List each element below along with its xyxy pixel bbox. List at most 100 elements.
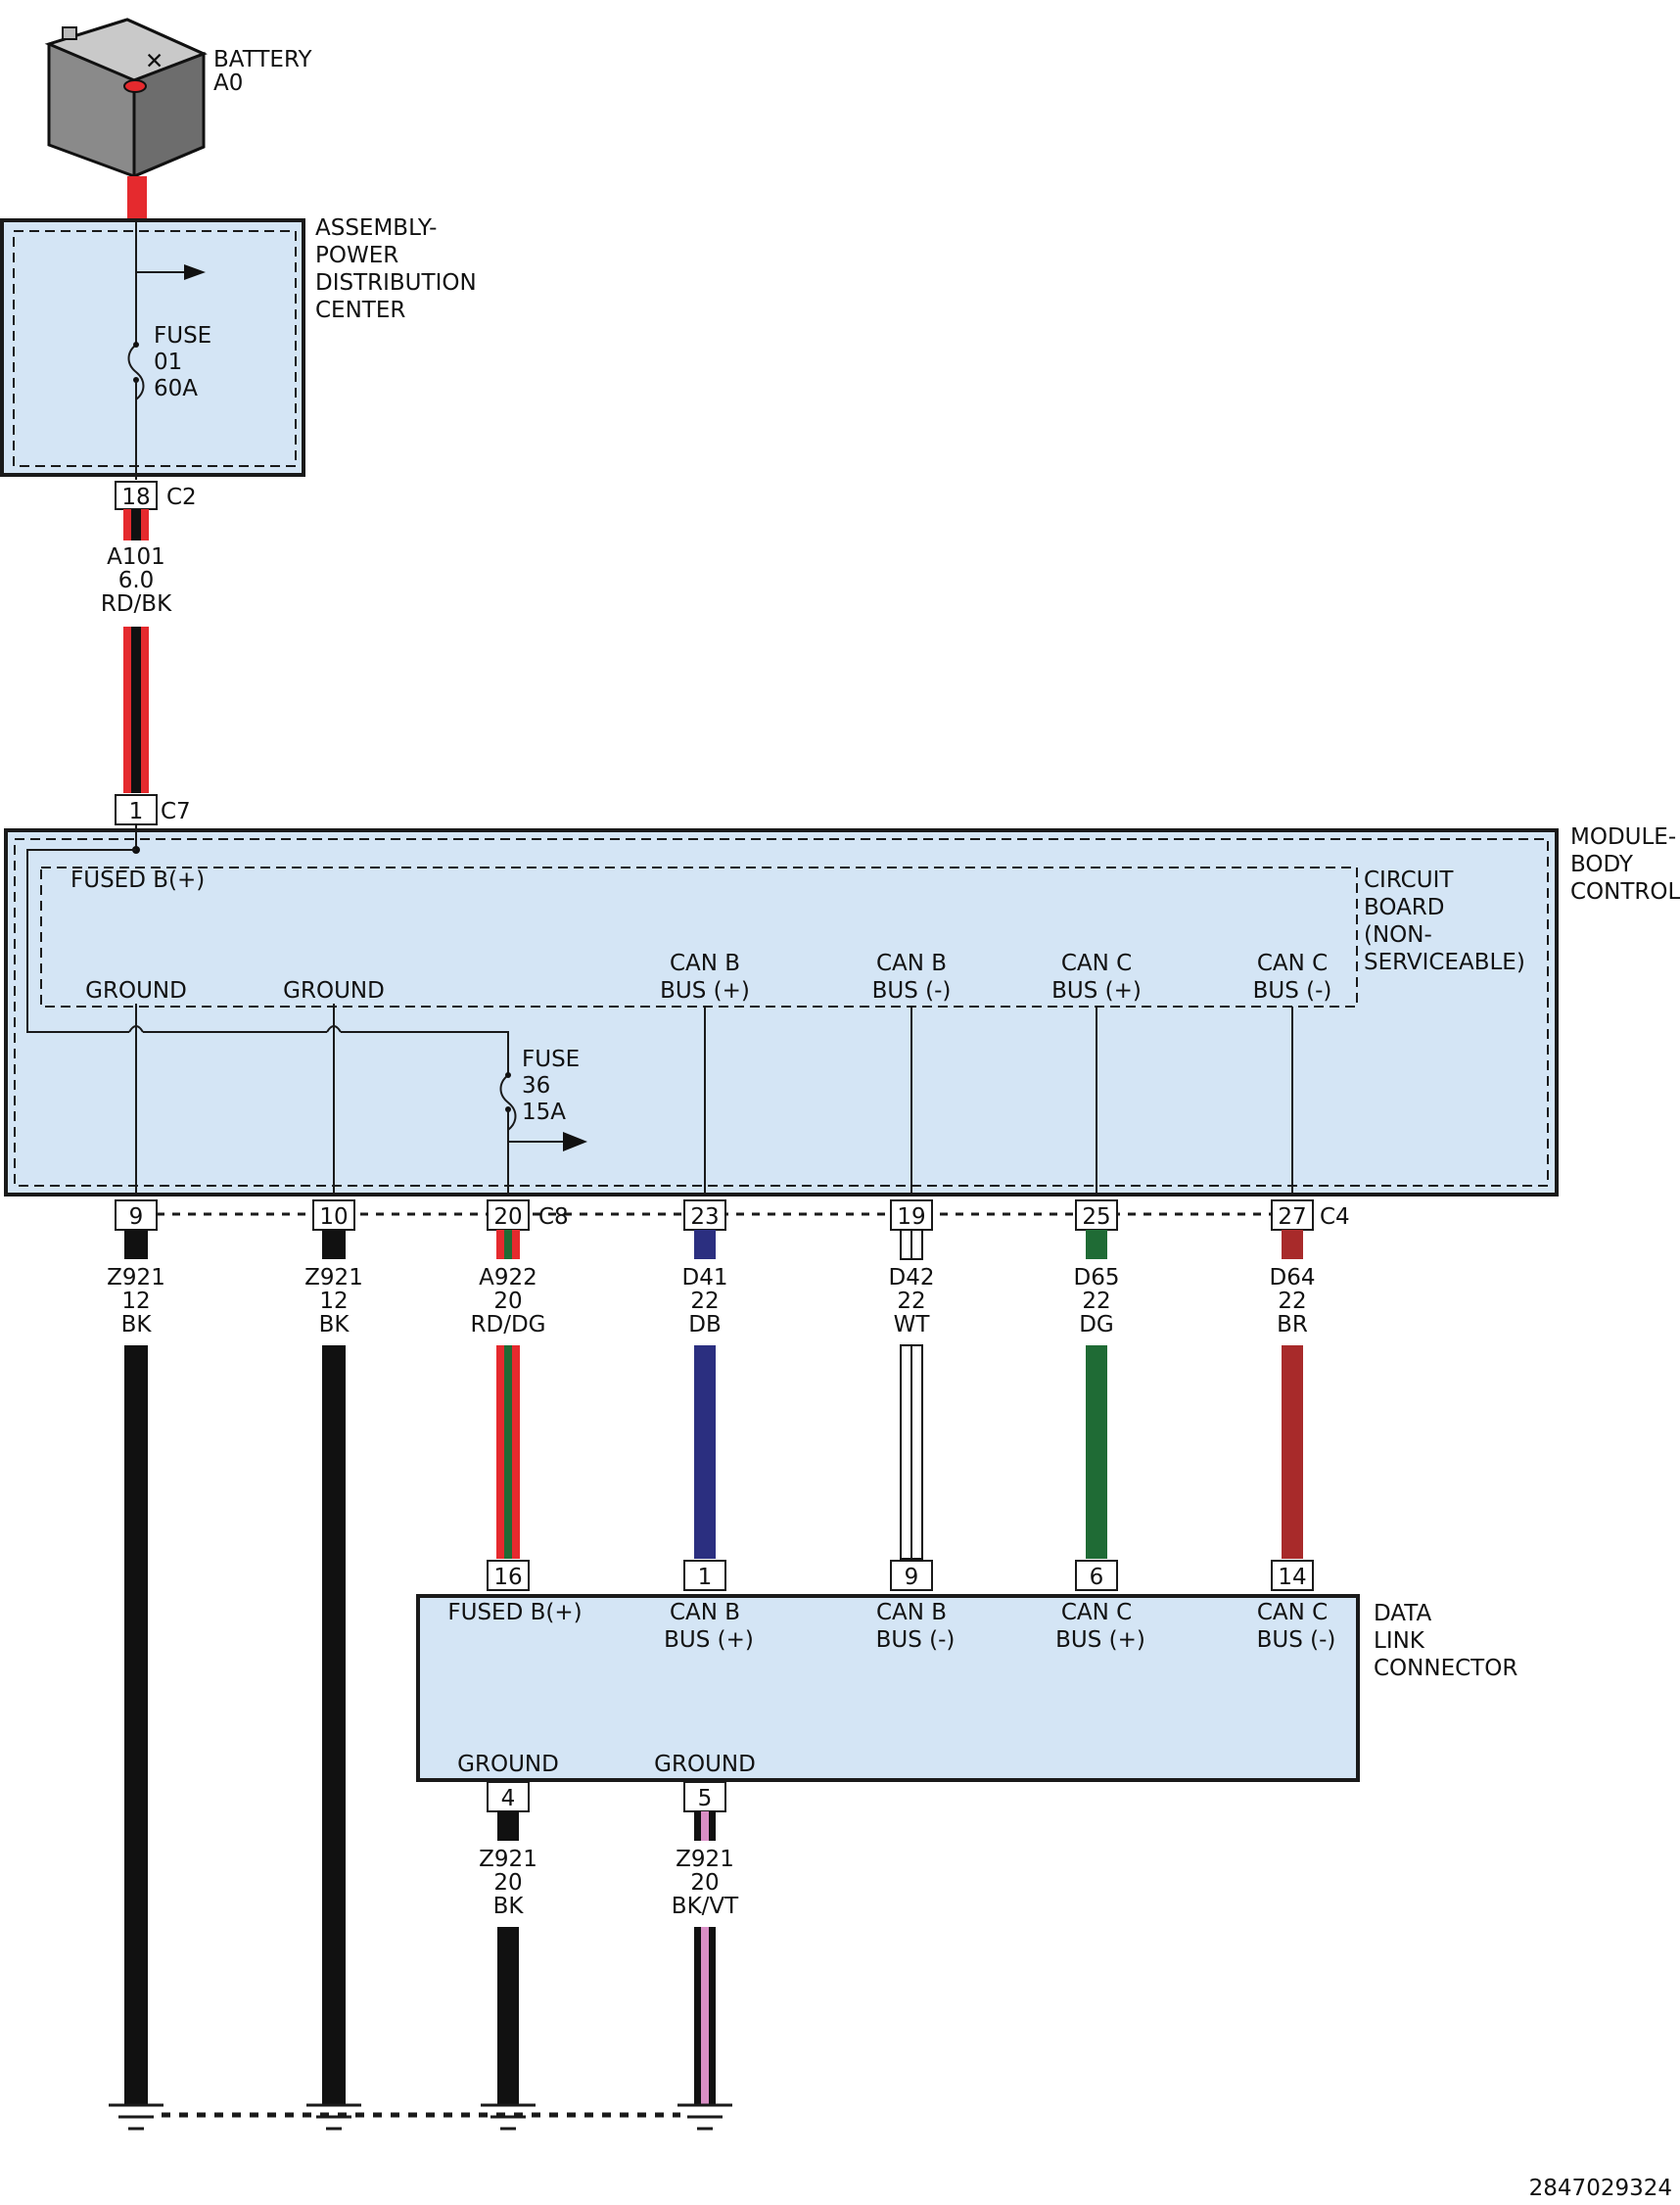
fused-b-label: FUSED B(+): [70, 868, 205, 893]
dlc-wire1-color: BK: [493, 1894, 525, 1919]
svg-text:BR: BR: [1277, 1312, 1308, 1337]
connector-c7: C7: [161, 799, 191, 824]
connector-c2: C2: [166, 485, 197, 510]
svg-text:22: 22: [1082, 1289, 1110, 1314]
svg-text:19: 19: [897, 1204, 925, 1230]
battery-name: BATTERY: [213, 47, 312, 72]
dlc-wire2-circuit: Z921: [676, 1847, 734, 1872]
arrow-icon: [184, 264, 206, 280]
wire-a101: [123, 509, 149, 793]
bcm-ground-label-1: GROUND: [85, 978, 187, 1004]
circuit-board-border: [40, 867, 1358, 1008]
svg-text:20: 20: [493, 1289, 522, 1314]
dlc-wire2-color: BK/VT: [672, 1894, 739, 1919]
svg-text:D65: D65: [1074, 1265, 1120, 1290]
svg-text:16: 16: [493, 1565, 522, 1590]
wire-z921-pin9: [124, 1230, 148, 2105]
connector-c4: C4: [1320, 1204, 1350, 1230]
fuse-36-symbol: [499, 1074, 517, 1131]
svg-text:23: 23: [690, 1204, 719, 1230]
svg-text:14: 14: [1278, 1565, 1306, 1590]
a101-gauge: 6.0: [118, 568, 155, 593]
dlc-can-c-plus-1: CAN C: [1061, 1600, 1132, 1625]
svg-text:DB: DB: [688, 1312, 722, 1337]
bcm-can-b-minus-1: CAN B: [876, 951, 947, 976]
dlc-wire1-gauge: 20: [493, 1870, 522, 1896]
svg-text:D41: D41: [682, 1265, 728, 1290]
pdc-label-1: ASSEMBLY-: [315, 215, 437, 241]
bcm-can-b-plus-2: BUS (+): [660, 978, 750, 1004]
svg-text:A922: A922: [479, 1265, 537, 1290]
svg-text:22: 22: [897, 1289, 925, 1314]
wire-z921-dlc-pin4: [497, 1811, 519, 2105]
svg-text:22: 22: [690, 1289, 719, 1314]
fuse-36-rating: 15A: [522, 1100, 566, 1125]
svg-text:Z921: Z921: [304, 1265, 363, 1290]
svg-text:18: 18: [121, 485, 150, 510]
dlc-can-c-minus-2: BUS (-): [1257, 1627, 1336, 1653]
battery-id: A0: [213, 70, 243, 96]
svg-text:1: 1: [698, 1565, 713, 1590]
bcm-can-c-minus-1: CAN C: [1257, 951, 1328, 976]
bcm-can-c-minus-2: BUS (-): [1253, 978, 1332, 1004]
dlc-wire1-circuit: Z921: [479, 1847, 537, 1872]
pdc-label-3: DISTRIBUTION: [315, 270, 477, 296]
dlc-label-2: LINK: [1374, 1628, 1425, 1654]
fuse-01-rating: 60A: [154, 376, 198, 401]
dlc-box: [416, 1594, 1360, 1782]
wire-d42: [900, 1229, 923, 1560]
svg-text:22: 22: [1278, 1289, 1306, 1314]
dlc-can-b-minus-2: BUS (-): [876, 1627, 956, 1653]
bcm-label-1: MODULE-: [1570, 824, 1676, 850]
wire-d41: [694, 1230, 716, 1559]
svg-text:9: 9: [129, 1204, 144, 1230]
svg-text:BK: BK: [121, 1312, 153, 1337]
svg-text:✕: ✕: [145, 49, 163, 74]
circuit-board-label-2: BOARD: [1364, 895, 1445, 920]
circuit-board-label-4: SERVICEABLE): [1364, 950, 1525, 975]
ground-icon: [481, 2103, 536, 2131]
pdc-label-2: POWER: [315, 243, 398, 268]
bcm-pin-1: [115, 794, 158, 825]
dlc-can-c-minus-1: CAN C: [1257, 1600, 1328, 1625]
svg-text:12: 12: [121, 1289, 150, 1314]
pdc-inner-border: [13, 230, 297, 467]
svg-text:25: 25: [1082, 1204, 1110, 1230]
svg-text:9: 9: [905, 1565, 919, 1590]
bcm-can-b-minus-2: BUS (-): [872, 978, 952, 1004]
dlc-ground-label-1: GROUND: [457, 1752, 559, 1777]
svg-text:D42: D42: [889, 1265, 935, 1290]
battery-cable: [127, 176, 147, 218]
ground-icon: [677, 2103, 732, 2131]
wire-d65: [1086, 1230, 1107, 1559]
ground-icon: [109, 2103, 163, 2131]
circuit-board-label-3: (NON-: [1364, 922, 1432, 948]
dlc-ground-label-2: GROUND: [654, 1752, 756, 1777]
svg-text:27: 27: [1278, 1204, 1306, 1230]
wire-z921-dlc-pin5: [694, 1811, 716, 2105]
svg-text:RD/DG: RD/DG: [471, 1312, 546, 1337]
bcm-can-c-plus-1: CAN C: [1061, 951, 1132, 976]
bcm-label-3: CONTROL: [1570, 879, 1680, 905]
figure-id: 2847029324: [1529, 2176, 1672, 2201]
wire-d64: [1282, 1230, 1303, 1559]
wire-z921-pin10: [322, 1230, 346, 2105]
svg-text:DG: DG: [1079, 1312, 1114, 1337]
a101-color: RD/BK: [101, 591, 172, 617]
dlc-label-3: CONNECTOR: [1374, 1656, 1517, 1681]
fuse-01-label: FUSE: [154, 323, 211, 349]
battery-icon: ✕: [44, 18, 208, 179]
svg-text:D64: D64: [1270, 1265, 1316, 1290]
connector-c8: C8: [538, 1204, 569, 1230]
wire-a922: [496, 1230, 520, 1559]
dlc-can-b-plus-1: CAN B: [670, 1600, 740, 1625]
svg-text:10: 10: [319, 1204, 348, 1230]
bcm-label-2: BODY: [1570, 852, 1634, 877]
svg-text:1: 1: [129, 799, 144, 824]
bcm-output-pins: 9 10 20 23 19 25 27: [115, 1199, 1314, 1231]
bcm-wire-labels: Z921 12 BK Z921 12 BK A922 20 RD/DG D41 …: [107, 1265, 1315, 1337]
svg-text:4: 4: [501, 1786, 516, 1811]
svg-text:BK: BK: [319, 1312, 350, 1337]
fuse-36-label: FUSE: [522, 1047, 580, 1072]
